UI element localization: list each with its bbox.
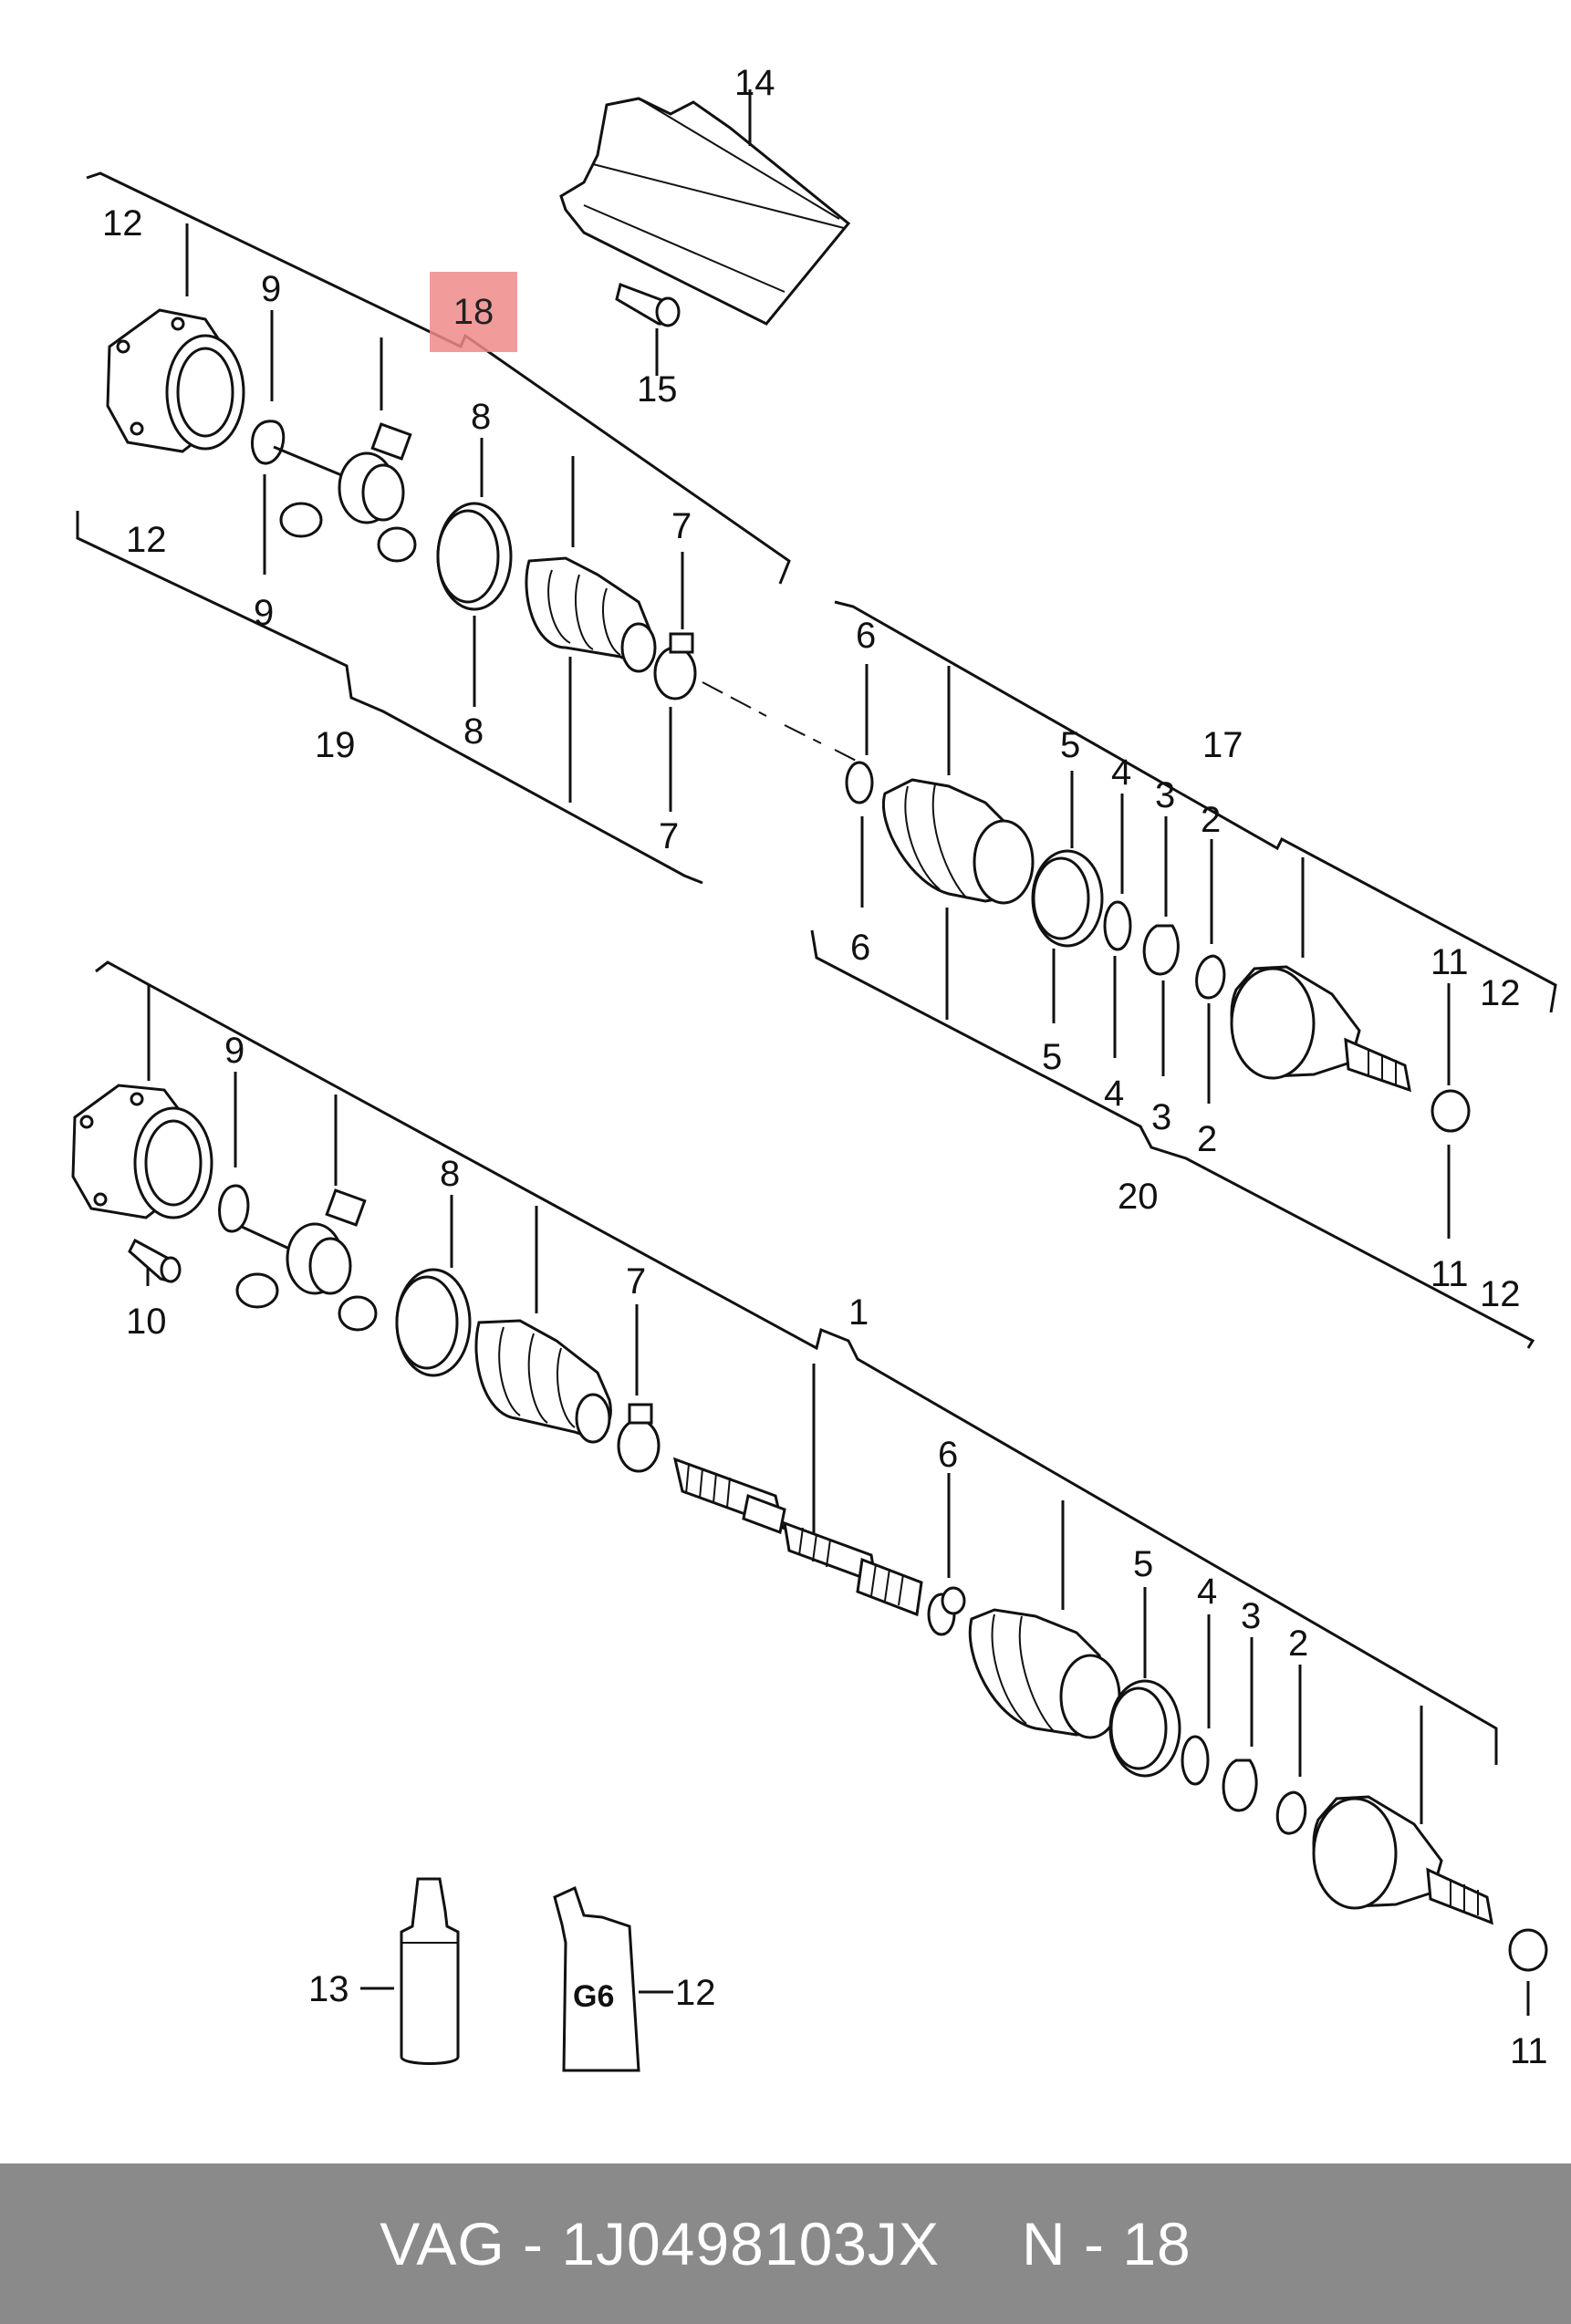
label-20: 20 bbox=[1118, 1177, 1159, 1217]
bolt-10 bbox=[128, 1238, 182, 1283]
tripod-joint-lower bbox=[235, 1188, 378, 1332]
bottle-13 bbox=[400, 1877, 460, 2065]
label-5-b: 5 bbox=[1042, 1037, 1062, 1077]
label-5-a: 5 bbox=[1060, 725, 1080, 765]
label-10: 10 bbox=[126, 1302, 167, 1342]
label-9-c: 9 bbox=[224, 1031, 244, 1071]
boot-upper bbox=[525, 556, 657, 673]
label-12-a: 12 bbox=[102, 203, 143, 244]
label-3-b: 3 bbox=[1151, 1097, 1171, 1137]
grease-tube-12: G6 bbox=[553, 1885, 640, 2072]
label-19: 19 bbox=[315, 725, 356, 765]
label-2-b: 2 bbox=[1197, 1119, 1217, 1159]
label-13: 13 bbox=[308, 1969, 349, 2009]
label-4-c: 4 bbox=[1197, 1572, 1217, 1612]
label-8-b: 8 bbox=[463, 711, 484, 752]
flange-upper bbox=[106, 308, 245, 453]
label-5-c: 5 bbox=[1133, 1544, 1153, 1584]
label-6-c: 6 bbox=[938, 1435, 958, 1475]
label-2-c: 2 bbox=[1288, 1624, 1308, 1664]
label-3-a: 3 bbox=[1155, 775, 1175, 815]
label-12-b: 12 bbox=[126, 520, 167, 560]
drive-shaft bbox=[672, 1457, 923, 1617]
label-8-c: 8 bbox=[440, 1154, 460, 1194]
label-12-d: 12 bbox=[1480, 1274, 1521, 1314]
label-4-a: 4 bbox=[1111, 752, 1131, 793]
tripod-joint-upper bbox=[273, 422, 417, 563]
cv-joint-lower bbox=[1312, 1795, 1548, 1972]
label-7-c: 7 bbox=[626, 1261, 646, 1302]
assembly-1-bracket bbox=[95, 960, 1498, 1765]
exploded-parts-diagram: 14 15 12 12 19 9 9 8 8 bbox=[71, 63, 1557, 2072]
highlight-label-18: 18 bbox=[453, 292, 494, 332]
label-7-a: 7 bbox=[671, 506, 692, 546]
label-17: 17 bbox=[1202, 725, 1243, 765]
label-6-a: 6 bbox=[856, 616, 876, 656]
label-8-a: 8 bbox=[471, 397, 491, 437]
label-14: 14 bbox=[734, 63, 775, 103]
label-9-a: 9 bbox=[261, 269, 281, 309]
label-6-b: 6 bbox=[850, 928, 870, 968]
label-2-a: 2 bbox=[1201, 800, 1221, 840]
flange-lower bbox=[71, 1084, 213, 1219]
label-12-c: 12 bbox=[1480, 973, 1521, 1013]
cv-joint-right bbox=[1230, 965, 1471, 1133]
label-12-e: 12 bbox=[675, 1973, 716, 2013]
boot-right bbox=[882, 778, 1035, 905]
highlight-marker bbox=[430, 272, 517, 352]
assembly-20-bracket bbox=[810, 600, 1557, 1349]
label-9-b: 9 bbox=[254, 593, 274, 633]
heat-shield bbox=[559, 97, 851, 326]
label-15: 15 bbox=[637, 369, 678, 410]
label-1: 1 bbox=[848, 1292, 869, 1333]
boot-lower-inner bbox=[474, 1319, 612, 1444]
label-7-b: 7 bbox=[659, 816, 679, 856]
label-3-c: 3 bbox=[1241, 1596, 1261, 1636]
label-11-c: 11 bbox=[1510, 2031, 1548, 2071]
label-4-b: 4 bbox=[1104, 1074, 1124, 1114]
label-11-b: 11 bbox=[1431, 1254, 1469, 1294]
boot-lower-outer bbox=[968, 1608, 1121, 1739]
part-number: VAG - 1J0498103JX bbox=[380, 2210, 941, 2277]
footer-bar: VAG - 1J0498103JX N - 18 bbox=[0, 2163, 1571, 2324]
bolt-15 bbox=[615, 283, 681, 327]
tube-label: G6 bbox=[573, 1979, 614, 2014]
label-11-a: 11 bbox=[1431, 942, 1469, 982]
page-reference: N - 18 bbox=[1022, 2210, 1191, 2277]
